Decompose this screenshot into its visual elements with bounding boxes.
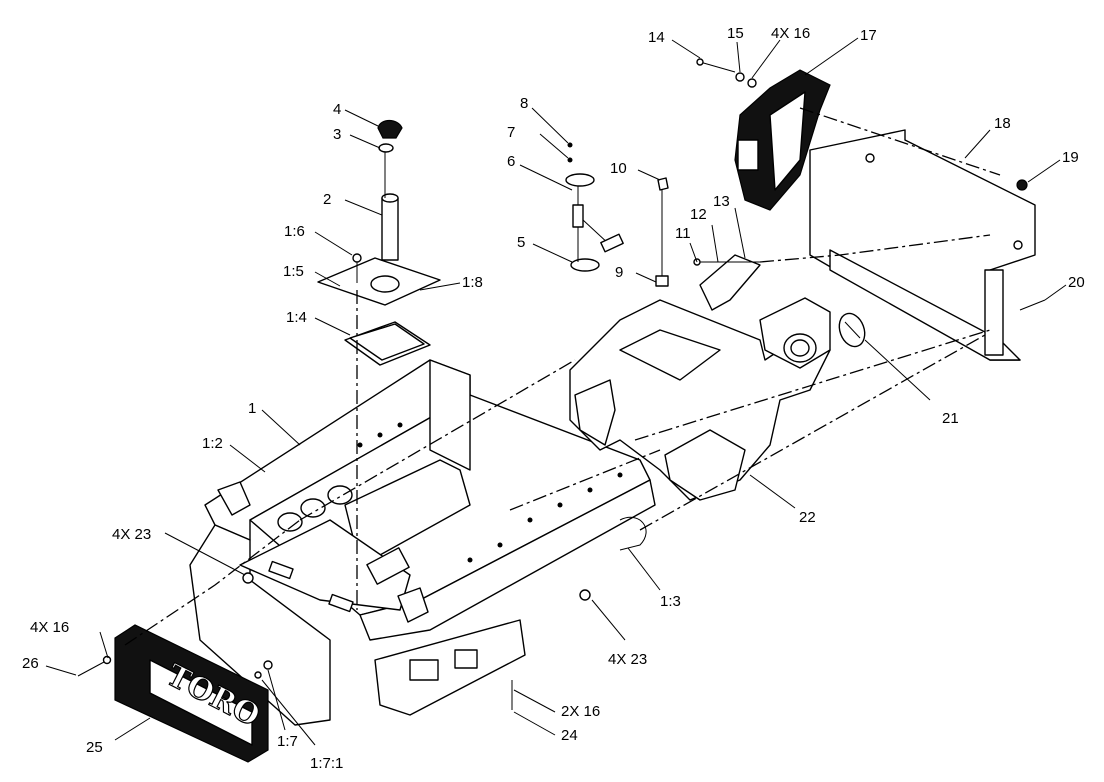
callout-20: 20 <box>1068 274 1085 291</box>
callout-2: 2 <box>323 191 331 208</box>
fuel-sender <box>565 142 624 272</box>
callout-1-3: 1:3 <box>660 593 681 610</box>
callout-8: 8 <box>520 95 528 112</box>
callout-25: 25 <box>86 739 103 756</box>
callout-4: 4 <box>333 101 341 118</box>
fuel-cap <box>838 312 866 348</box>
callout-6: 6 <box>507 153 515 170</box>
callout-9: 9 <box>615 264 623 281</box>
part-1-7 <box>263 660 273 670</box>
callout-1-6: 1:6 <box>284 223 305 240</box>
tank-strap <box>693 254 761 311</box>
callout-26: 26 <box>22 655 39 672</box>
bolt-26 <box>77 661 105 677</box>
washer-16 <box>102 655 112 665</box>
callout-3: 3 <box>333 126 341 143</box>
callout-22: 22 <box>799 509 816 526</box>
top-hardware <box>696 58 757 88</box>
callout-12: 12 <box>690 206 707 223</box>
callout-4x23-left: 4X 23 <box>112 526 151 543</box>
frame-assembly <box>189 359 656 726</box>
callout-7: 7 <box>507 124 515 141</box>
callout-19: 19 <box>1062 149 1079 166</box>
nut-19 <box>1016 179 1028 191</box>
assembly-lines <box>124 107 1001 646</box>
callout-13: 13 <box>713 193 730 210</box>
frame-holes <box>357 422 623 563</box>
callout-15: 15 <box>727 25 744 42</box>
callout-1-2: 1:2 <box>202 435 223 452</box>
callout-17: 17 <box>860 27 877 44</box>
callout-10: 10 <box>610 160 627 177</box>
callout-18: 18 <box>994 115 1011 132</box>
callout-1-7: 1:7 <box>277 733 298 750</box>
part-1-7-1 <box>254 671 262 679</box>
callout-21: 21 <box>942 410 959 427</box>
callout-1-5: 1:5 <box>283 263 304 280</box>
callout-1: 1 <box>248 400 256 417</box>
callout-4x16-bottom: 4X 16 <box>30 619 69 636</box>
fuel-tank <box>569 297 831 501</box>
callout-2x16: 2X 16 <box>561 703 600 720</box>
callout-5: 5 <box>517 234 525 251</box>
callout-14: 14 <box>648 29 665 46</box>
bolt-23-right <box>579 589 591 601</box>
callout-24: 24 <box>561 727 578 744</box>
callout-1-7-1: 1:7:1 <box>310 755 343 772</box>
callout-1-8: 1:8 <box>462 274 483 291</box>
bolt-20 <box>1019 299 1046 311</box>
callout-4x23-right: 4X 23 <box>608 651 647 668</box>
leader-lines <box>45 37 1067 746</box>
callout-4x16-top: 4X 16 <box>771 25 810 42</box>
filler-neck-assembly <box>317 119 441 366</box>
mount-bracket <box>809 129 1036 361</box>
bolt-23-left <box>242 572 254 584</box>
callout-11: 11 <box>675 225 691 242</box>
vent-tube <box>655 177 669 287</box>
bumper-pad <box>734 69 831 211</box>
callout-1-4: 1:4 <box>286 309 307 326</box>
callout-labels: 14 15 4X 16 17 18 19 20 21 22 13 12 11 1… <box>22 25 1085 772</box>
